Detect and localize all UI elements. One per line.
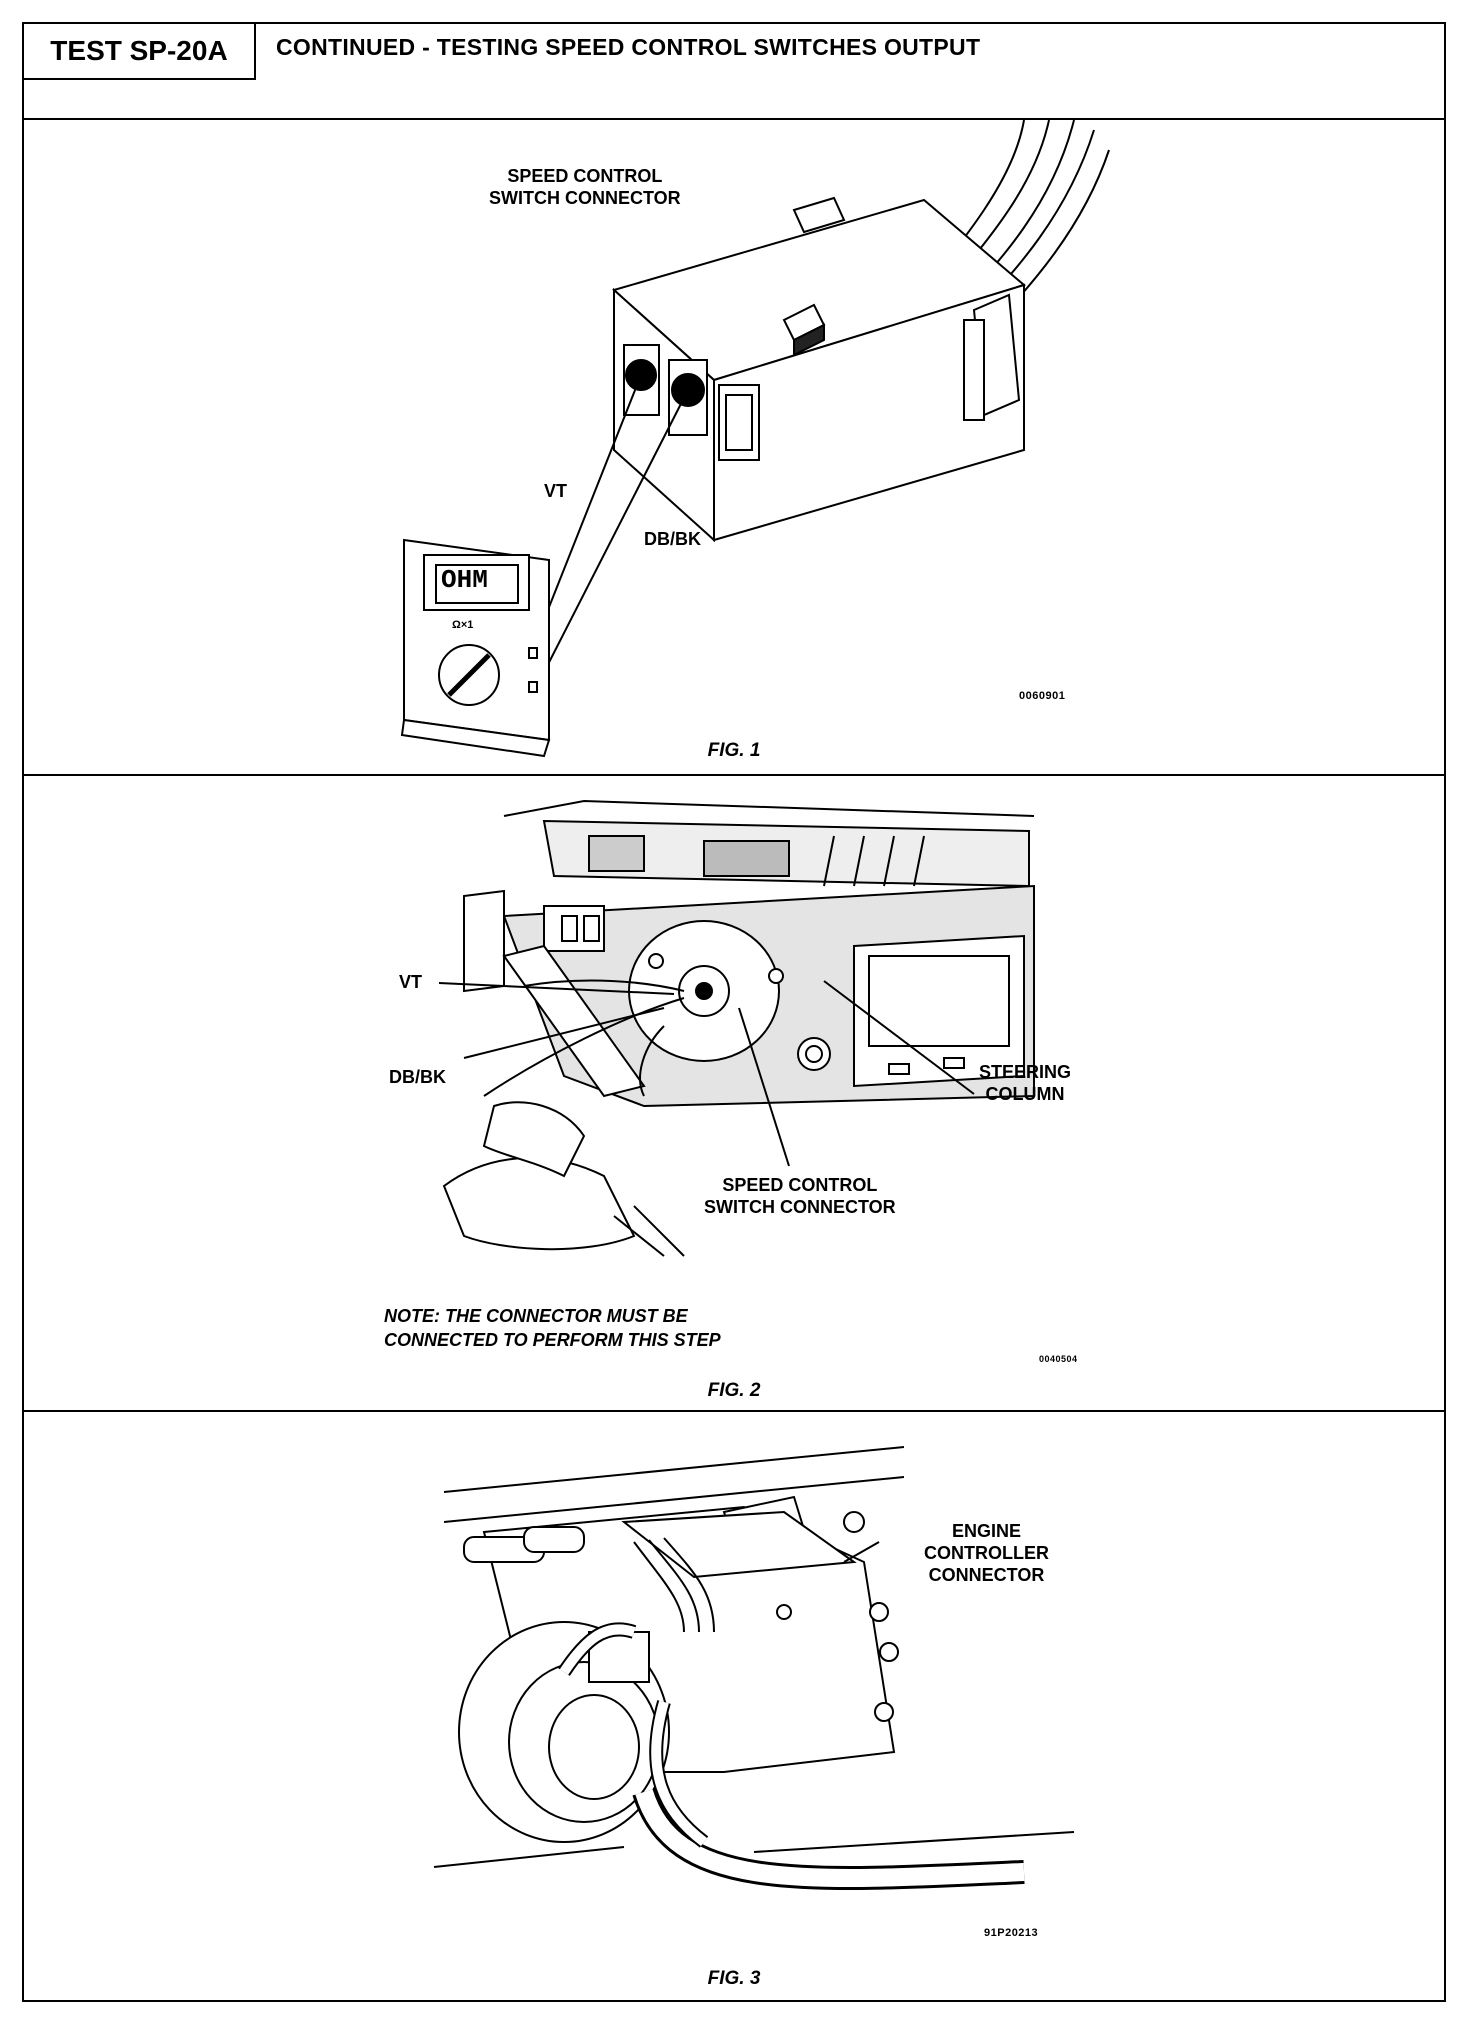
wire-label-dbbk: DB/BK <box>644 529 701 549</box>
test-id-box: TEST SP-20A <box>24 24 256 80</box>
figure-caption: FIG. 3 <box>707 1968 761 1989</box>
header: TEST SP-20A CONTINUED - TESTING SPEED CO… <box>24 24 1444 120</box>
meter-range: Ω×1 <box>452 619 474 631</box>
page-title: CONTINUED - TESTING SPEED CONTROL SWITCH… <box>276 34 981 60</box>
figure-3-panel: ENGINE CONTROLLER CONNECTOR 91P20213 FIG… <box>24 1412 1444 2000</box>
steering-column-label: STEERING COLUMN <box>979 1062 1072 1104</box>
document-sheet: TEST SP-20A CONTINUED - TESTING SPEED CO… <box>22 22 1446 2002</box>
figure-2-panel: VT DB/BK STEERING COLUMN SPEED CONTROL S… <box>24 776 1444 1412</box>
figure-caption: FIG. 1 <box>707 740 761 761</box>
wire-label-vt: VT <box>544 481 568 501</box>
meter-display: OHM <box>441 565 488 595</box>
engine-controller-connector-label: ENGINE CONTROLLER CONNECTOR <box>924 1521 1049 1585</box>
figure-caption: FIG. 2 <box>707 1380 761 1401</box>
image-code: 0060901 <box>1019 690 1066 702</box>
figure-1-panel: SPEED CONTROL SWITCH CONNECTOR VT DB/BK … <box>24 120 1444 776</box>
image-code: 0040504 <box>1039 1354 1078 1364</box>
image-code: 91P20213 <box>984 1927 1039 1939</box>
connector-label: SPEED CONTROL SWITCH CONNECTOR <box>489 166 681 208</box>
figure-note: NOTE: THE CONNECTOR MUST BE CONNECTED TO… <box>384 1306 721 1350</box>
connector-label: SPEED CONTROL SWITCH CONNECTOR <box>704 1175 896 1217</box>
figure-2-illustration <box>24 776 1444 1412</box>
figure-1-illustration <box>24 120 1444 776</box>
wire-label-vt: VT <box>399 972 423 992</box>
wire-label-dbbk: DB/BK <box>389 1067 446 1087</box>
figure-3-illustration <box>24 1412 1444 2000</box>
